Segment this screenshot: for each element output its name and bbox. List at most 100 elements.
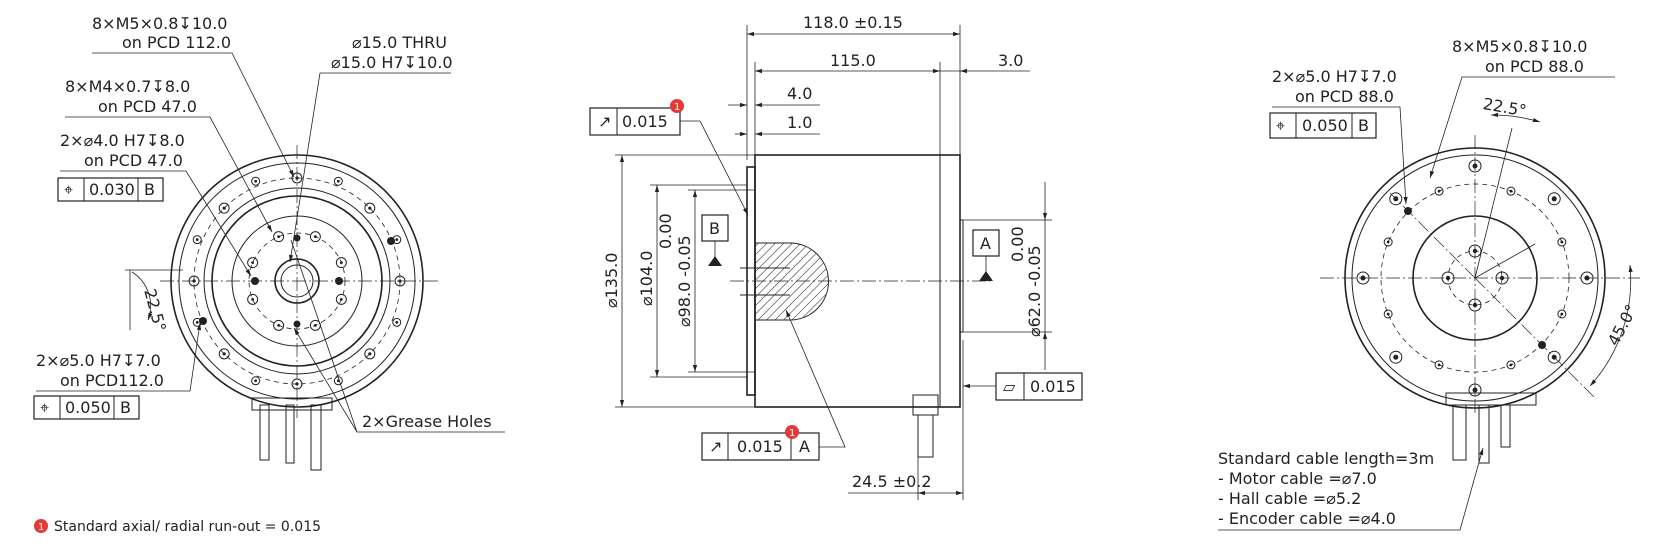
bolt-hole <box>192 235 202 245</box>
callout-pin5-line2: on PCD112.0 <box>60 371 164 390</box>
bolt-hole-center <box>1472 248 1478 254</box>
svg-text:A: A <box>799 437 810 456</box>
bolt-hole-center <box>1509 363 1513 367</box>
runout-marker <box>785 425 799 439</box>
bolt-hole-center <box>254 379 258 383</box>
callout-m4-line2: on PCD 47.0 <box>98 97 197 116</box>
bolt-hole-center <box>1445 275 1451 281</box>
callout-m4-line1: 8×M4×0.7↧8.0 <box>65 77 190 96</box>
dim-d62: ⌀62.0 -0.05 <box>1025 245 1044 337</box>
datum-a-box <box>972 229 1000 257</box>
svg-text:B: B <box>1358 116 1369 135</box>
dim-body: 115.0 <box>830 51 876 70</box>
bolt-hole-center <box>1360 275 1366 281</box>
bolt-hole <box>364 348 376 360</box>
svg-text:1: 1 <box>789 428 795 439</box>
cable-note-line4: - Encoder cable =⌀4.0 <box>1218 509 1396 528</box>
bolt-hole-center <box>1386 312 1390 316</box>
bolt-hole-center <box>295 176 299 180</box>
bolt-hole-center <box>398 279 402 283</box>
callout-m5-line2: on PCD 88.0 <box>1485 57 1584 76</box>
dim-d62-upper: 0.00 <box>1008 226 1027 262</box>
cable-note-line1: Standard cable length=3m <box>1218 449 1434 468</box>
bolt-hole <box>218 348 230 360</box>
bolt-hole <box>1468 383 1482 397</box>
bolt-hole <box>1441 271 1455 285</box>
bolt-hole-center <box>368 206 372 210</box>
dim-overall: 118.0 ±0.15 <box>803 13 903 32</box>
bolt-hole <box>1506 360 1516 370</box>
bolt-hole-center <box>313 235 317 239</box>
angle-22-5: 22.5° <box>1482 94 1528 120</box>
datum-a: A <box>980 234 991 253</box>
position-icon: ⌖ <box>64 180 73 199</box>
bolt-hole-center <box>192 279 196 283</box>
dim-d104: ⌀104.0 <box>637 251 656 306</box>
bolt-hole <box>392 317 402 327</box>
angle-22-5: 22.5° <box>140 287 170 334</box>
bolt-hole <box>1557 237 1567 247</box>
footnote-text: Standard axial/ radial run-out = 0.015 <box>54 519 321 535</box>
bolt-hole <box>1468 244 1482 258</box>
callout-pin5-line1: 2×⌀5.0 H7↧7.0 <box>36 351 161 370</box>
bolt-hole <box>333 176 343 186</box>
bolt-hole-center <box>1472 163 1478 169</box>
bolt-hole-center <box>313 323 317 327</box>
callout-pin4-line2: on PCD 47.0 <box>84 151 183 170</box>
pin-hole-dot <box>251 277 259 285</box>
grease-holes-label: 2×Grease Holes <box>362 412 492 431</box>
bolt-hole-center <box>1437 189 1441 193</box>
svg-text:B: B <box>120 398 131 417</box>
bolt-hole-center <box>1509 189 1513 193</box>
pin-hole-dot <box>1404 207 1412 215</box>
callout-thru-line2: ⌀15.0 H7↧10.0 <box>331 53 453 72</box>
right-view: 2×⌀5.0 H7↧7.0 on PCD 88.0 ⌖ 0.050 B 8×M5… <box>1218 37 1641 531</box>
footnote: 1 Standard axial/ radial run-out = 0.015 <box>34 519 321 535</box>
callout-m5-line1: 8×M5×0.8↧10.0 <box>1452 37 1587 56</box>
svg-text:0.050: 0.050 <box>1302 116 1348 135</box>
bolt-hole-center <box>368 352 372 356</box>
bolt-hole <box>1434 360 1444 370</box>
fcf-position-0050-left: ⌖ 0.050 B <box>33 395 140 420</box>
bolt-hole-center <box>1551 354 1557 360</box>
bolt-hole-center <box>336 179 340 183</box>
bolt-hole-center <box>1437 363 1441 367</box>
bolt-hole <box>335 257 347 269</box>
bolt-hole-center <box>1386 240 1390 244</box>
bolt-hole-center <box>251 261 255 265</box>
bolt-hole-center <box>277 323 281 327</box>
bolt-hole <box>1506 186 1516 196</box>
bolt-hole-center <box>277 235 281 239</box>
dim-d98-upper: 0.00 <box>656 213 675 249</box>
bolt-hole-center <box>339 261 343 265</box>
angle-45: 45.0° <box>1604 301 1641 348</box>
runout-marker <box>670 99 684 113</box>
bolt-hole-center <box>1551 196 1557 202</box>
bolt-hole <box>1547 350 1561 364</box>
pin-hole-dot <box>335 277 343 285</box>
bolt-hole <box>1383 309 1393 319</box>
callout-m5-line2: on PCD 112.0 <box>122 33 231 52</box>
dim-d98: ⌀98.0 -0.05 <box>675 235 694 327</box>
bolt-hole-center <box>254 179 258 183</box>
bolt-hole <box>1468 159 1482 173</box>
bolt-hole-center <box>1560 312 1564 316</box>
bolt-hole <box>273 231 285 243</box>
bolt-hole <box>251 176 261 186</box>
bolt-hole-center <box>195 320 199 324</box>
bolt-hole-center <box>222 206 226 210</box>
bolt-hole <box>188 275 200 287</box>
bolt-hole <box>1557 309 1567 319</box>
cable-note-line3: - Hall cable =⌀5.2 <box>1218 489 1361 508</box>
svg-text:0.015: 0.015 <box>622 112 668 131</box>
bolt-hole-center <box>395 320 399 324</box>
svg-text:0.015: 0.015 <box>1030 377 1076 396</box>
bolt-hole-center <box>1499 275 1505 281</box>
bolt-hole <box>1434 186 1444 196</box>
runout-marker <box>34 519 48 533</box>
bolt-hole <box>1389 192 1403 206</box>
bolt-hole-center <box>1560 240 1564 244</box>
bolt-hole <box>1356 271 1370 285</box>
bolt-hole <box>247 257 259 269</box>
